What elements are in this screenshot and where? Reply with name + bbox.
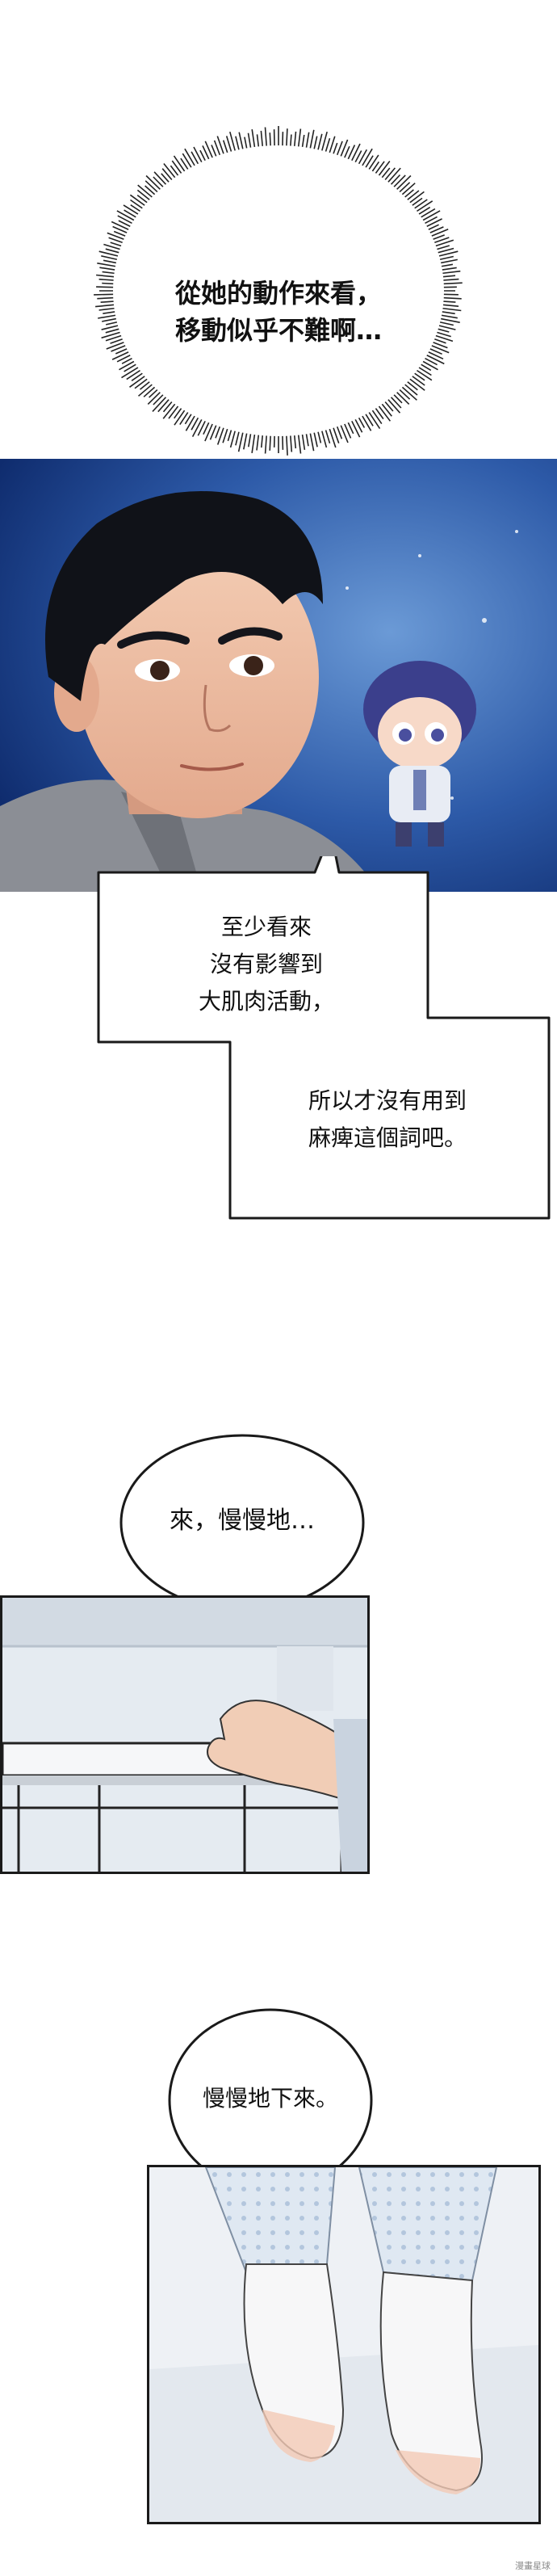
panel-2-art [2,1598,367,1872]
thought-bubble [94,126,463,456]
watermark: 漫畫星球 [515,2561,551,2571]
panel-boy-chibi [0,459,557,892]
speech-bubble-3-text: 慢慢地下來。 [202,2085,338,2112]
speech-box-1-text-b: 所以才沒有用到 麻痺這個詞吧。 [308,1087,467,1151]
panel-1-art [0,459,557,892]
panel-3-art [149,2167,538,2522]
panel-bed-rail [0,1595,370,1874]
speech-box-1-text-a: 至少看來 沒有影響到 大肌肉活動， [198,914,334,1015]
speech-box-1 [97,856,551,1220]
panel-feet [147,2165,541,2524]
thought-bubble-spikes [94,126,463,456]
thought-bubble-text: 從她的動作來看， 移動似乎不難啊… [174,278,382,346]
speech-bubble-2-text: 來，慢慢地… [170,1507,315,1535]
